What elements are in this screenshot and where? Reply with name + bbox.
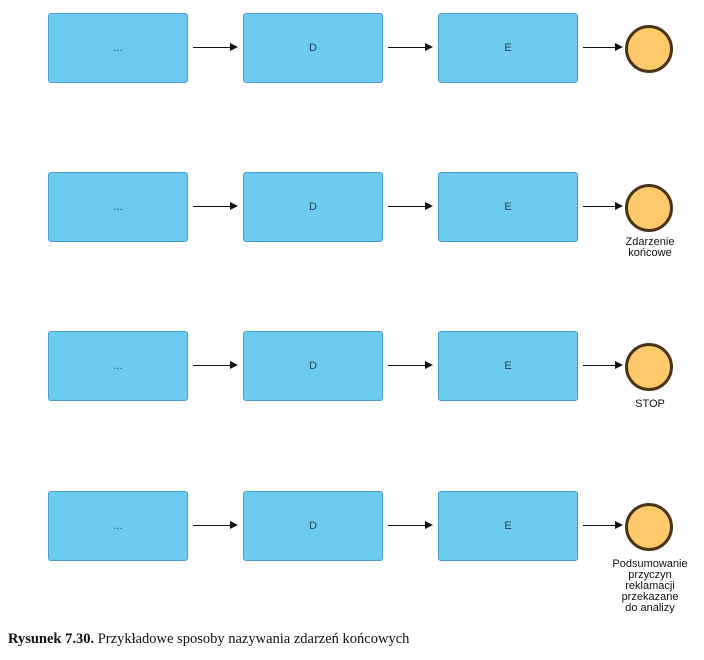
flow-arrow xyxy=(583,361,623,369)
end-event-circle xyxy=(625,343,673,391)
task-box-d: D xyxy=(243,172,383,242)
flow-arrow xyxy=(583,43,623,51)
task-box-d: D xyxy=(243,491,383,561)
task-box-e: E xyxy=(438,331,578,401)
flow-arrow xyxy=(388,521,433,529)
task-box-ellipsis: ... xyxy=(48,491,188,561)
end-event-circle xyxy=(625,184,673,232)
flow-arrow xyxy=(388,202,433,210)
task-box-d: D xyxy=(243,13,383,83)
process-row-1: ... D E xyxy=(0,13,704,123)
task-box-e: E xyxy=(438,172,578,242)
task-box-e: E xyxy=(438,491,578,561)
figure-caption-text: Przykładowe sposoby nazywania zdarzeń ko… xyxy=(94,631,410,647)
flow-arrow xyxy=(583,521,623,529)
flow-arrow xyxy=(193,521,238,529)
end-event-circle xyxy=(625,25,673,73)
flow-arrow xyxy=(388,43,433,51)
flow-arrow xyxy=(193,202,238,210)
task-box-e: E xyxy=(438,13,578,83)
end-event-circle xyxy=(625,503,673,551)
end-event-label: STOP xyxy=(635,398,665,410)
process-row-3: ... D E STOP xyxy=(0,331,704,441)
flow-arrow xyxy=(193,361,238,369)
task-box-d: D xyxy=(243,331,383,401)
figure-number: Rysunek 7.30. xyxy=(8,631,95,647)
flow-arrow xyxy=(583,202,623,210)
flow-arrow xyxy=(388,361,433,369)
figure-caption: Rysunek 7.30. Przykładowe sposoby nazywa… xyxy=(8,631,409,648)
task-box-ellipsis: ... xyxy=(48,331,188,401)
flow-arrow xyxy=(193,43,238,51)
task-box-ellipsis: ... xyxy=(48,172,188,242)
task-box-ellipsis: ... xyxy=(48,13,188,83)
